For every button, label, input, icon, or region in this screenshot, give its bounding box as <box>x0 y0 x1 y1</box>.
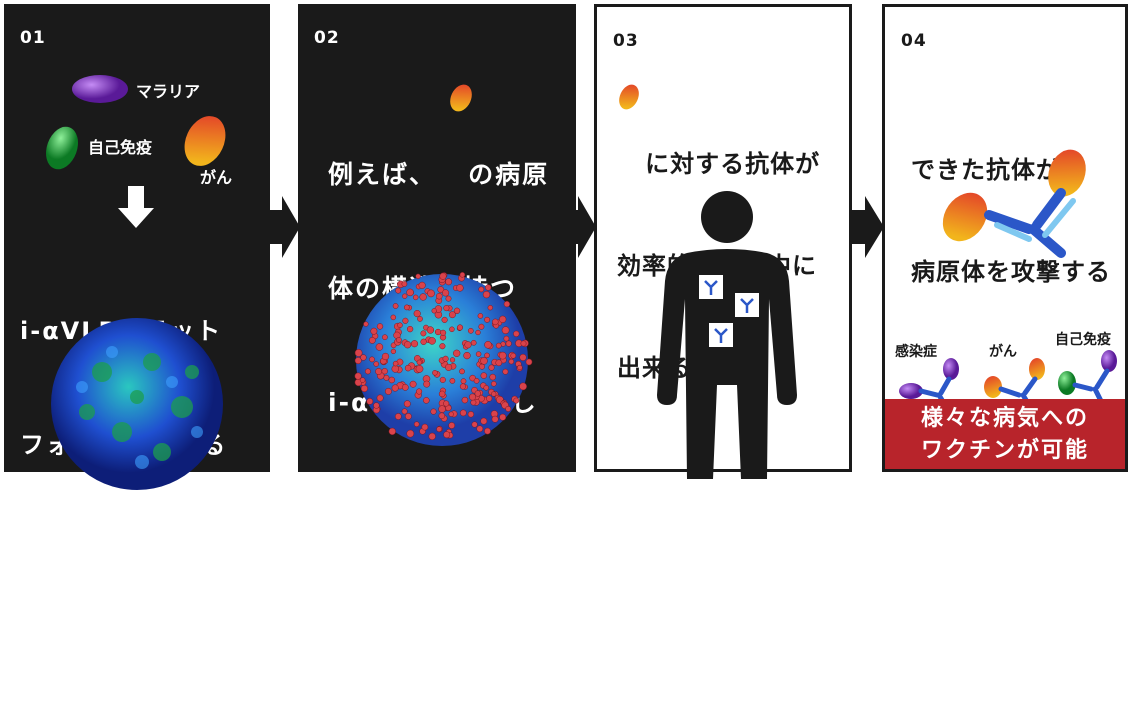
step-number: 04 <box>901 31 927 51</box>
cancer-pathogen-icon <box>619 84 639 110</box>
vlp-particle-with-antigens-icon <box>354 272 533 446</box>
banner-line: ワクチンが可能 <box>920 438 1089 463</box>
antibody-infection-icon <box>899 358 959 408</box>
result-banner: 様々な病気への ワクチンが可能 <box>885 399 1125 469</box>
autoimmune-label: 自己免疫 <box>1055 332 1111 348</box>
antibody-attack-icon <box>942 149 1086 258</box>
cancer-pathogen-icon <box>184 116 226 166</box>
cancer-label: がん <box>200 168 233 187</box>
panel-step-3: 03 に対する抗体が 効率的に体の中に 出来る <box>594 4 852 479</box>
step-arrow-icon <box>566 196 596 258</box>
human-body-icon <box>657 191 797 479</box>
panel-step-1: 01 マラリア 自己免疫 がん i-αVLPプラット フォームに入れる <box>4 4 270 490</box>
step-arrow-icon <box>270 196 300 258</box>
malaria-pathogen-icon <box>72 75 128 103</box>
step3-text-line: に対する抗体が <box>617 150 821 178</box>
autoimmune-pathogen-icon <box>46 126 78 170</box>
step4-text-line: 病原体を攻撃する <box>911 258 1111 286</box>
step2-text-line: 例えば、 の病原 <box>328 160 550 189</box>
down-arrow-icon <box>118 186 154 228</box>
step-number: 01 <box>20 28 46 48</box>
step2-text-line: 与する <box>328 616 410 645</box>
vlp-particle-icon <box>51 318 223 490</box>
step-number: 02 <box>314 28 340 48</box>
infection-label: 感染症 <box>895 344 937 360</box>
panel-step-2: 02 例えば、 の病原 体の構造を持つ i-αVLPを作成し ワクチンとして投 … <box>298 4 576 645</box>
cancer-pathogen-icon <box>450 84 472 112</box>
malaria-label: マラリア <box>136 82 201 101</box>
step-number: 03 <box>613 31 639 51</box>
antibody-cancer-icon <box>984 358 1045 408</box>
antibody-autoimmune-icon <box>1058 350 1117 404</box>
banner-line: 様々な病気への <box>920 406 1089 431</box>
autoimmune-label: 自己免疫 <box>88 138 153 157</box>
step-arrow-icon <box>852 196 884 258</box>
step2-text-line: ワクチンとして投 <box>328 502 544 531</box>
step4-text-line: できた抗体が <box>911 156 1061 184</box>
cancer-label: がん <box>989 344 1017 360</box>
panel-step-4: 04 できた抗体が 病原体を攻撃する 感染症 がん 自己免疫 <box>882 4 1128 472</box>
